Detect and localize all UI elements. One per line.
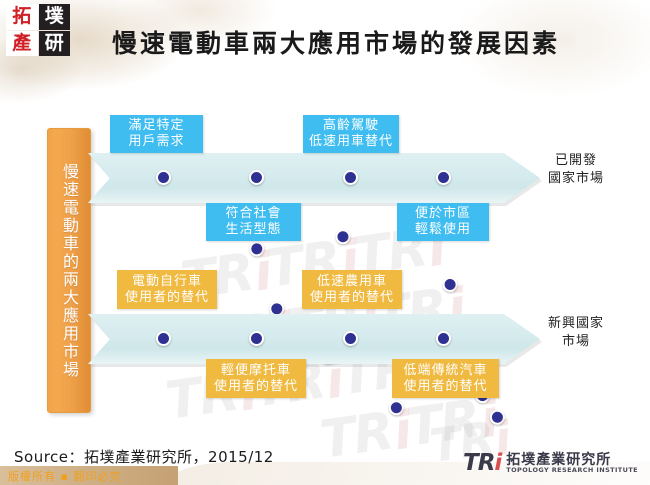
factor-box-line: 輕鬆使用: [414, 222, 471, 237]
milestone-dot: [249, 170, 264, 185]
factor-box-line: 使用者的替代: [124, 289, 209, 305]
market-label-line: 新興國家: [548, 316, 605, 331]
market-label-line: 國家市場: [548, 170, 605, 186]
milestone-dot: [343, 331, 358, 346]
factor-box-emerging-top-1: 電動自行車 使用者的替代: [117, 270, 217, 309]
market-label-line: 市場: [562, 333, 591, 349]
tri-logo-mark: TRi: [463, 450, 502, 476]
factor-box-developed-bottom-1: 符合社會 生活型態: [206, 203, 301, 241]
factor-box-line: 電動自行車: [131, 273, 202, 289]
factor-box-line: 滿足特定: [128, 118, 185, 134]
factor-box-emerging-top-2: 低速農用車 使用者的替代: [302, 270, 402, 309]
milestone-dot: [436, 170, 451, 185]
copyright-bar: 版權所有 ▪ 翻印必究: [0, 466, 178, 485]
seal-char-2: 墣: [38, 4, 70, 30]
milestone-dot: [249, 331, 264, 346]
vertical-category-bar: 慢速電動車的兩大應用市場: [47, 128, 91, 413]
factor-box-line: 低速農用車: [316, 273, 387, 289]
milestone-dot: [343, 170, 358, 185]
factor-box-developed-top-1: 滿足特定 用戶需求: [110, 115, 203, 153]
copyright-text: 版權所有 ▪ 翻印必究: [8, 469, 122, 483]
factor-box-line: 輕便摩托車: [220, 362, 291, 378]
source-note: Source：拓墣產業研究所，2015/12: [14, 448, 274, 466]
page-title: 慢速電動車兩大應用市場的發展因素: [112, 29, 561, 58]
factor-box-line: 符合社會: [225, 206, 282, 222]
seal-char-4: 研: [38, 30, 70, 56]
factor-box-line: 用戶需求: [128, 134, 185, 149]
tri-logo: TRi 拓墣產業研究所 TOPOLOGY RESEARCH INSTITUTE: [463, 452, 638, 475]
market-label-emerging: 新興國家 市場: [548, 315, 604, 350]
factor-box-line: 生活型態: [225, 222, 282, 237]
factor-box-line: 使用者的替代: [309, 289, 394, 305]
tri-logo-chinese-name: 拓墣產業研究所: [506, 451, 612, 468]
factor-box-emerging-bottom-2: 低端傳統汽車 使用者的替代: [392, 359, 499, 398]
factor-box-emerging-bottom-1: 輕便摩托車 使用者的替代: [206, 359, 306, 398]
milestone-dot: [156, 331, 171, 346]
factor-box-line: 低端傳統汽車: [403, 362, 488, 378]
market-label-line: 已開發: [555, 153, 598, 168]
factor-box-line: 高齡駕駛: [322, 118, 379, 134]
milestone-dot: [156, 170, 171, 185]
factor-box-line: 使用者的替代: [403, 378, 488, 394]
market-label-developed: 已開發 國家市場: [548, 152, 604, 187]
factor-box-developed-bottom-2: 便於市區 輕鬆使用: [397, 203, 489, 241]
factor-box-line: 便於市區: [414, 206, 471, 222]
seal-char-1: 拓: [6, 4, 38, 30]
milestone-dot: [436, 331, 451, 346]
factor-box-line: 低速用車替代: [308, 134, 393, 149]
tri-logo-english-name: TOPOLOGY RESEARCH INSTITUTE: [506, 466, 638, 475]
vertical-category-bar-label: 慢速電動車的兩大應用市場: [60, 162, 79, 379]
factor-box-developed-top-2: 高齡駕駛 低速用車替代: [303, 115, 399, 153]
factor-box-line: 使用者的替代: [213, 378, 298, 394]
tri-seal-logo: 拓 墣 產 研: [6, 4, 70, 56]
seal-char-3: 產: [6, 30, 38, 56]
